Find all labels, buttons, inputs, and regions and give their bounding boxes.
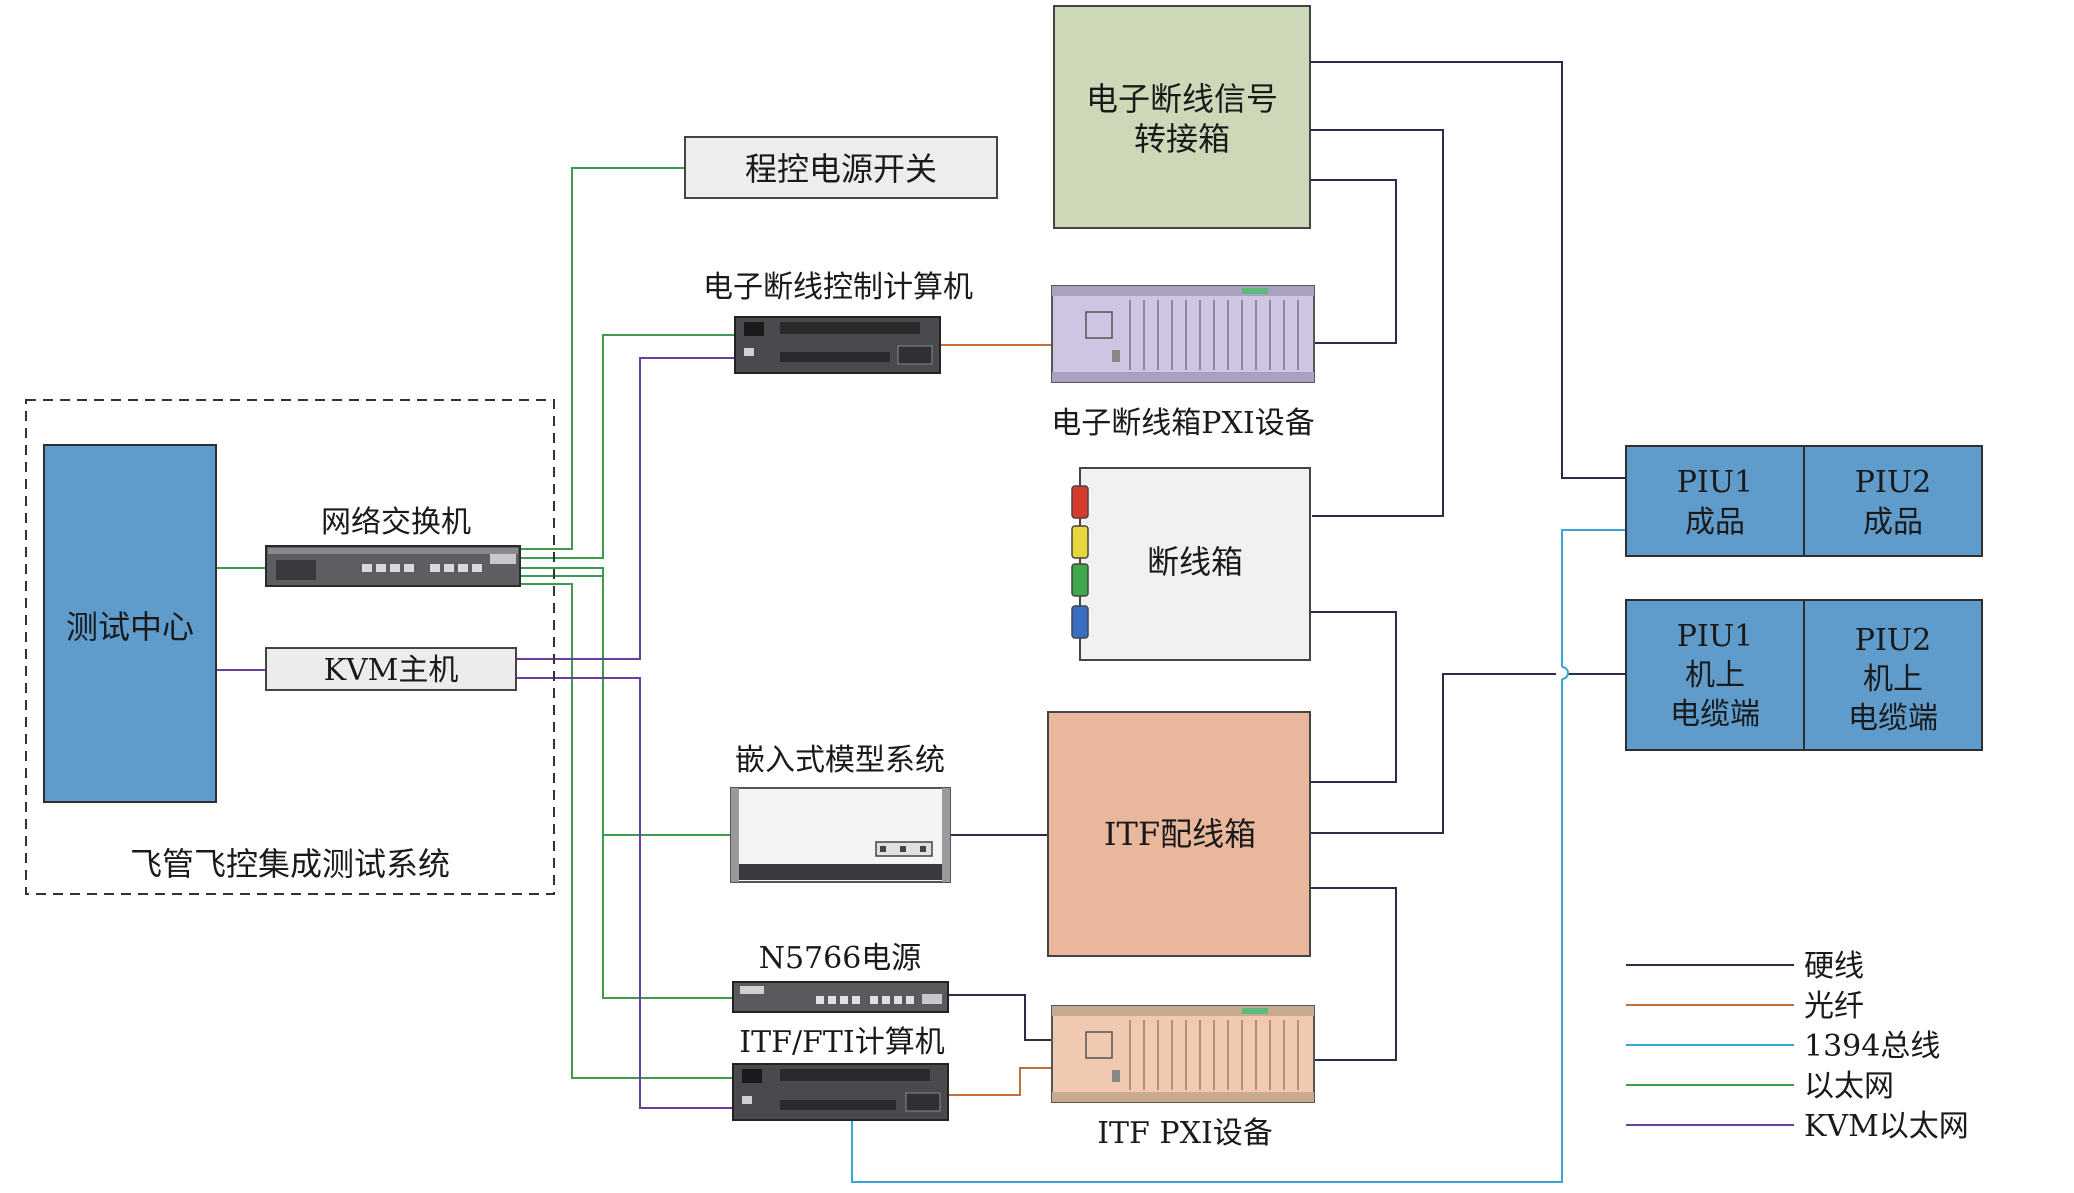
signal-transfer-box-label-line2: 转接箱: [1134, 120, 1230, 158]
n5766-device[interactable]: [732, 981, 949, 1013]
wire-signal-box-break-box: [1310, 129, 1444, 517]
break-control-computer-device[interactable]: [734, 316, 941, 374]
piu2-product-label-1: PIU2: [1855, 465, 1931, 500]
embedded-model-device[interactable]: [730, 787, 951, 883]
itf-pxi-device[interactable]: [1051, 1005, 1315, 1103]
piu2-cable-label-2: 机上: [1863, 662, 1923, 697]
programmable-power-switch-label: 程控电源开关: [745, 150, 937, 188]
signal-transfer-box-label-line1: 电子断线信号: [1086, 80, 1278, 118]
network-switch-label: 网络交换机: [321, 505, 471, 540]
piu1-cable-label-3: 电缆端: [1670, 697, 1760, 732]
break-control-computer-label: 电子断线控制计算机: [703, 270, 973, 305]
piu1-cable-label-2: 机上: [1685, 658, 1745, 693]
wire-itf-box-piu1-cable-a: [1310, 673, 1556, 834]
blue-connector-icon: [1071, 605, 1089, 639]
system-name-label: 飞管飞控集成测试系统: [130, 845, 450, 883]
test-center-label: 测试中心: [66, 608, 194, 646]
bus-1394-lines: [851, 529, 1626, 1183]
legend-label-kvm: KVM以太网: [1804, 1109, 1969, 1144]
fiber-lines: [940, 344, 1052, 1096]
bus-1394-b: [1561, 529, 1626, 667]
kvm-host-box[interactable]: [265, 647, 517, 691]
eth-switch-embedded: [520, 567, 733, 836]
itf-fti-computer-label: ITF/FTI计算机: [739, 1025, 944, 1060]
hardwire-lines: [948, 61, 1626, 1061]
piu2-cable-box[interactable]: [1803, 599, 1983, 751]
legend-label-fiber: 光纤: [1804, 989, 1864, 1024]
programmable-power-switch-box[interactable]: [684, 136, 998, 199]
eth-switch-n5766: [520, 575, 733, 999]
piu2-product-box[interactable]: [1803, 445, 1983, 557]
kvm-host-label: KVM主机: [324, 653, 459, 688]
green-connector-icon: [1071, 563, 1089, 597]
eth-switch-break-computer: [520, 334, 735, 559]
piu-product-group: PIU1 成品 PIU2 成品: [1625, 445, 1983, 557]
break-box-label: 断线箱: [1147, 543, 1243, 581]
red-connector-icon: [1071, 485, 1089, 519]
break-box[interactable]: [1079, 467, 1311, 661]
fiber-itf-computer-pxi: [948, 1067, 1052, 1096]
itf-fti-computer-device[interactable]: [732, 1063, 949, 1121]
signal-transfer-box[interactable]: [1053, 5, 1311, 229]
wire-signal-box-break-pxi: [1310, 179, 1397, 344]
kvm-lines: [217, 357, 735, 1109]
piu-cable-group: PIU1 机上 电缆端 PIU2 机上 电缆端: [1625, 599, 1983, 751]
legend-label-1394: 1394总线: [1804, 1029, 1940, 1064]
piu2-cable-label-1: PIU2: [1855, 623, 1931, 658]
itf-wiring-box-label: ITF配线箱: [1104, 815, 1256, 853]
bus-1394-hop: [1561, 666, 1569, 680]
wire-signal-box-piu1-product: [1310, 61, 1626, 479]
legend-label-hardwire: 硬线: [1804, 949, 1864, 984]
piu1-cable-label-1: PIU1: [1677, 619, 1753, 654]
piu2-cable-label-3: 电缆端: [1848, 701, 1938, 736]
embedded-model-label: 嵌入式模型系统: [735, 743, 945, 778]
kvm-host-break-computer: [516, 357, 735, 660]
n5766-label: N5766电源: [759, 941, 922, 976]
break-box-connectors: [1071, 485, 1089, 639]
kvm-host-itf-computer: [516, 677, 733, 1109]
bus-1394-a: [851, 679, 1563, 1183]
ethernet-lines: [217, 167, 735, 1079]
legend-label-ethernet: 以太网: [1804, 1069, 1894, 1104]
system-boundary: [25, 399, 555, 895]
piu1-product-label-1: PIU1: [1677, 465, 1753, 500]
test-center-box[interactable]: [43, 444, 217, 803]
legend: 硬线 光纤 1394总线 以太网 KVM以太网: [1626, 949, 1969, 1144]
eth-switch-itf-computer: [520, 583, 733, 1079]
network-switch-device[interactable]: [265, 545, 521, 587]
wire-itf-box-itf-pxi: [1310, 887, 1397, 1061]
eth-switch-power-switch: [520, 167, 685, 550]
itf-wiring-box[interactable]: [1047, 711, 1311, 957]
piu2-product-label-2: 成品: [1863, 505, 1923, 540]
wire-break-box-itf-box: [1310, 611, 1397, 783]
piu1-cable-box[interactable]: [1625, 599, 1805, 751]
yellow-connector-icon: [1071, 525, 1089, 559]
wire-n5766-itf-pxi: [948, 994, 1052, 1041]
itf-pxi-label: ITF PXI设备: [1097, 1116, 1273, 1151]
break-pxi-device[interactable]: [1051, 285, 1315, 383]
break-pxi-label: 电子断线箱PXI设备: [1051, 406, 1314, 441]
piu1-product-label-2: 成品: [1685, 505, 1745, 540]
